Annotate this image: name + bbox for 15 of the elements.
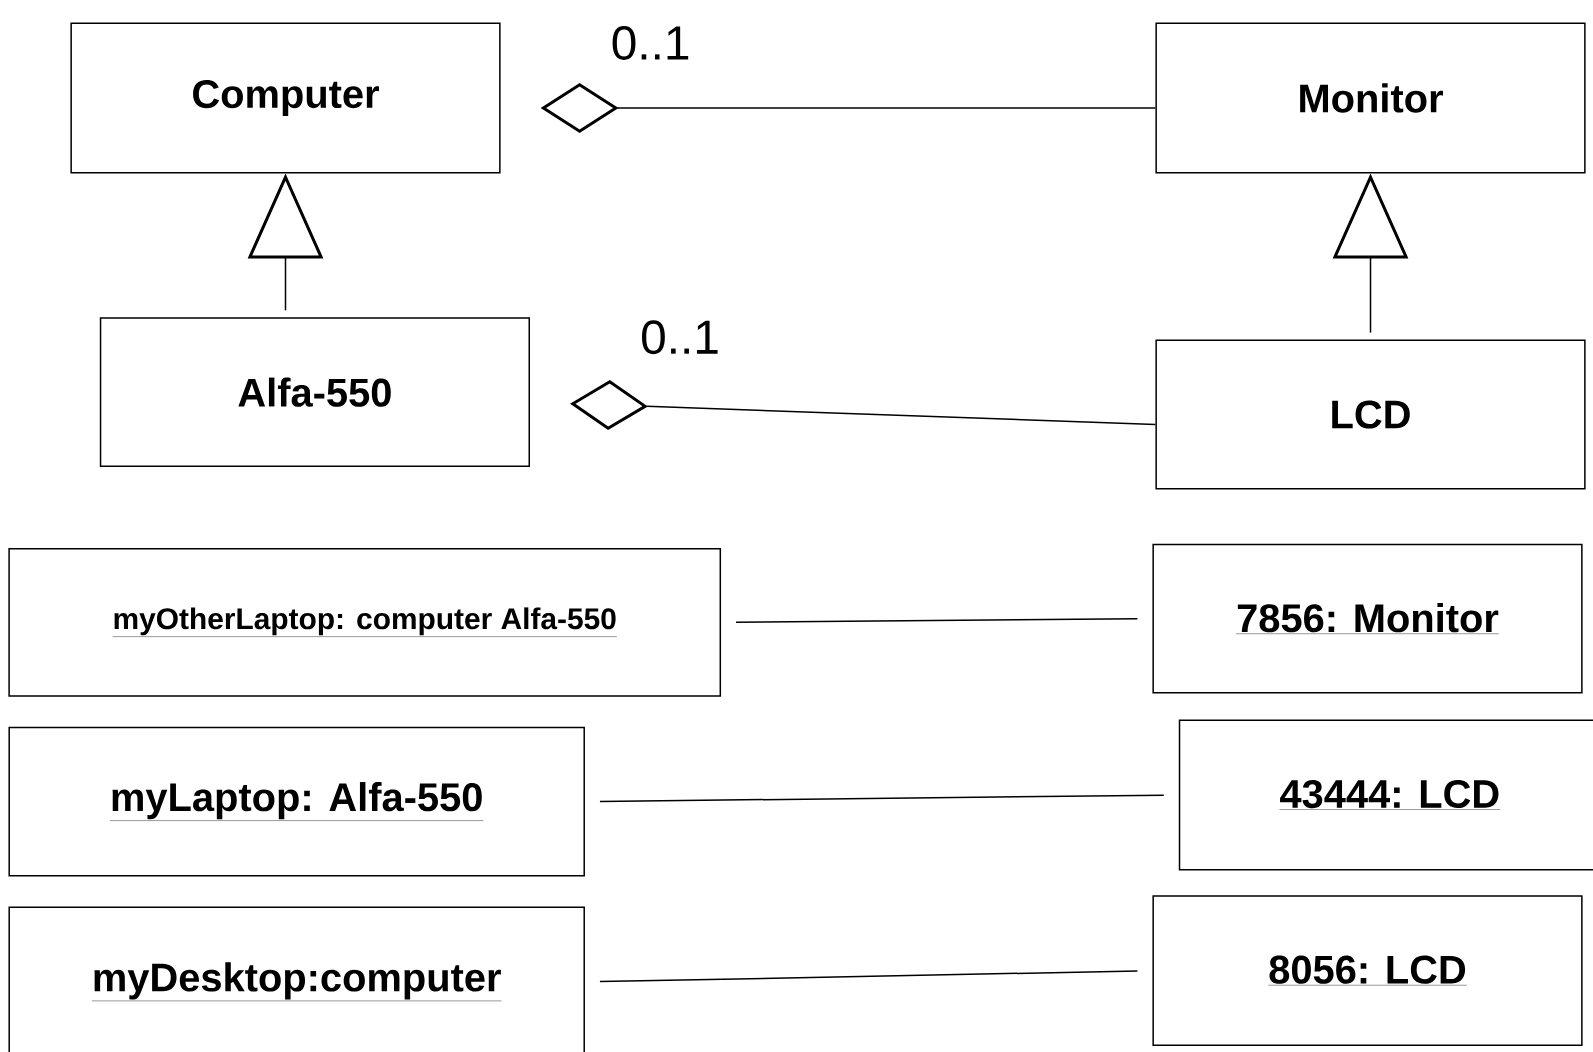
class-box: 8056: LCD (1152, 895, 1583, 1047)
multiplicity-label: 0..1 (612, 26, 689, 60)
class-box: myLaptop: Alfa-550 (8, 726, 585, 877)
multiplicity-label: 0..1 (642, 320, 718, 355)
class-box: 7856: Monitor (1152, 543, 1583, 694)
class-box: LCD (1155, 339, 1586, 490)
class-box: 43444: LCD (1178, 719, 1593, 871)
link-line (599, 970, 1139, 983)
class-box: myOtherLaptop: computer Alfa-550 (8, 547, 722, 697)
link-line (735, 618, 1139, 623)
class-box: Computer (70, 22, 501, 174)
class-box: Monitor (1155, 22, 1586, 174)
class-box: Alfa-550 (99, 317, 530, 468)
link-line (599, 794, 1165, 803)
class-box: myDesktop:computer (8, 906, 585, 1052)
